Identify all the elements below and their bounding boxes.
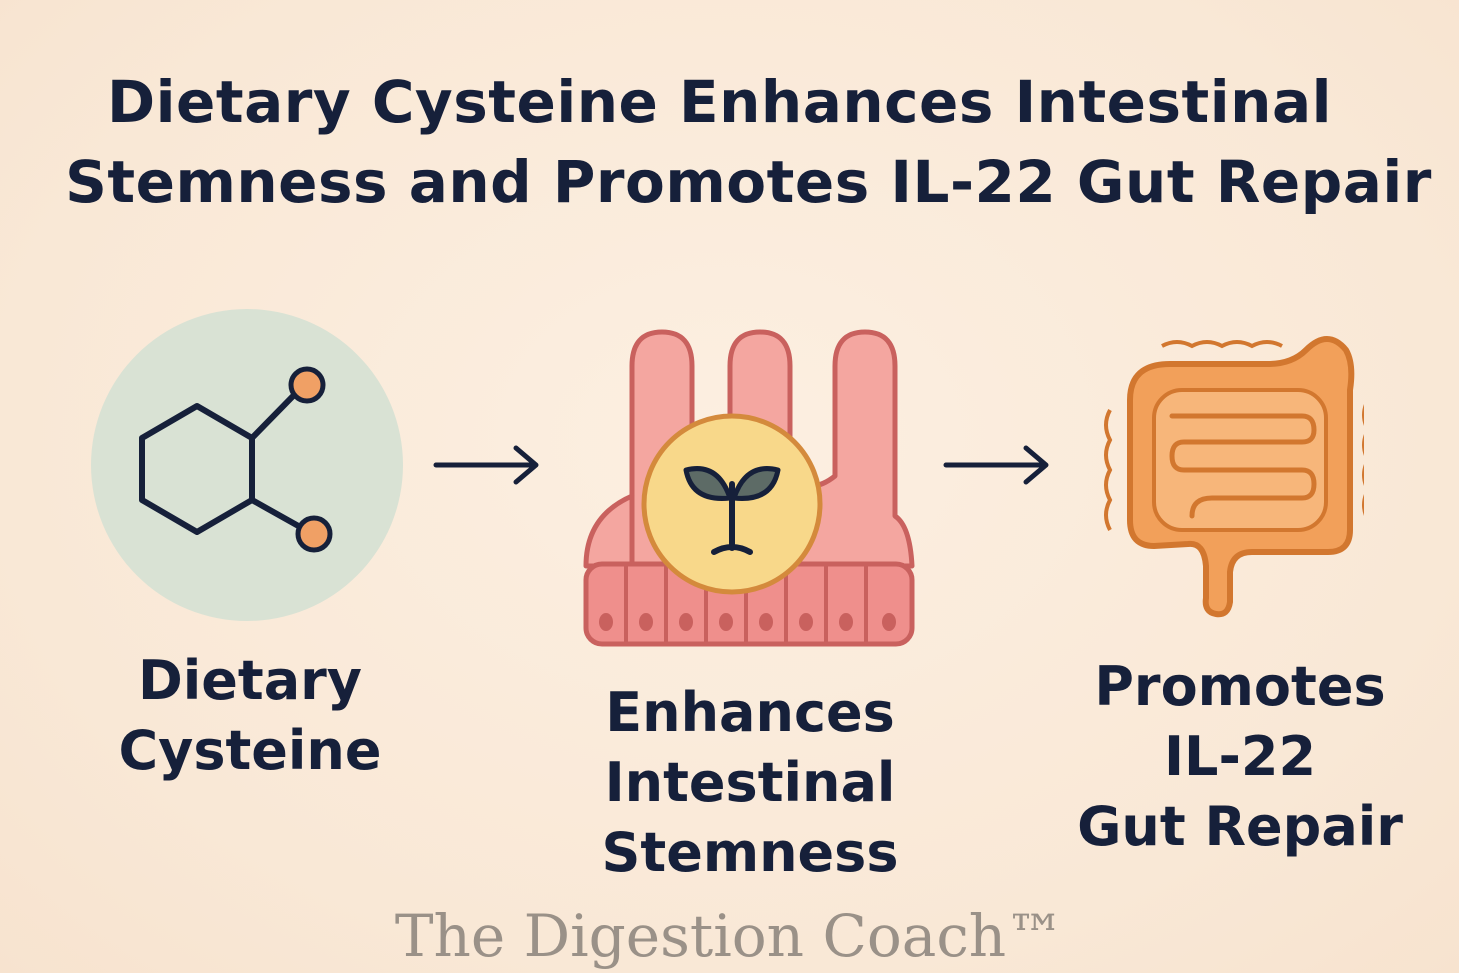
step-2-label-line-2: Intestinal xyxy=(604,751,896,814)
footer-brand: The Digestion Coach™ xyxy=(394,902,1065,970)
step-1-label: Dietary Cysteine xyxy=(90,646,410,786)
arrow-right-icon xyxy=(942,440,1052,490)
intestine-icon xyxy=(1092,320,1371,620)
step-3-label-line-3: Gut Repair xyxy=(1077,795,1403,858)
page-title: Dietary Cysteine Enhances Intestinal Ste… xyxy=(0,62,1459,222)
step-2-label-line-3: Stemness xyxy=(601,821,899,884)
title-line-2: Stemness and Promotes IL-22 Gut Repair xyxy=(65,148,1432,216)
cysteine-molecule-icon xyxy=(90,308,404,622)
step-3-label-line-1: Promotes xyxy=(1094,655,1386,718)
intestinal-villi-sprout-icon xyxy=(580,326,920,650)
sprout-icon xyxy=(683,466,781,555)
title-line-1: Dietary Cysteine Enhances Intestinal xyxy=(107,68,1332,136)
step-2-label-line-1: Enhances xyxy=(605,681,895,744)
arrow-right-icon xyxy=(432,440,542,490)
step-3-label-line-2: IL-22 xyxy=(1163,725,1317,788)
step-1-label-line-2: Cysteine xyxy=(118,719,382,782)
step-2-label: Enhances Intestinal Stemness xyxy=(585,678,915,888)
step-1-label-line-1: Dietary xyxy=(137,649,363,712)
step-3-label: Promotes IL-22 Gut Repair xyxy=(1070,652,1410,862)
